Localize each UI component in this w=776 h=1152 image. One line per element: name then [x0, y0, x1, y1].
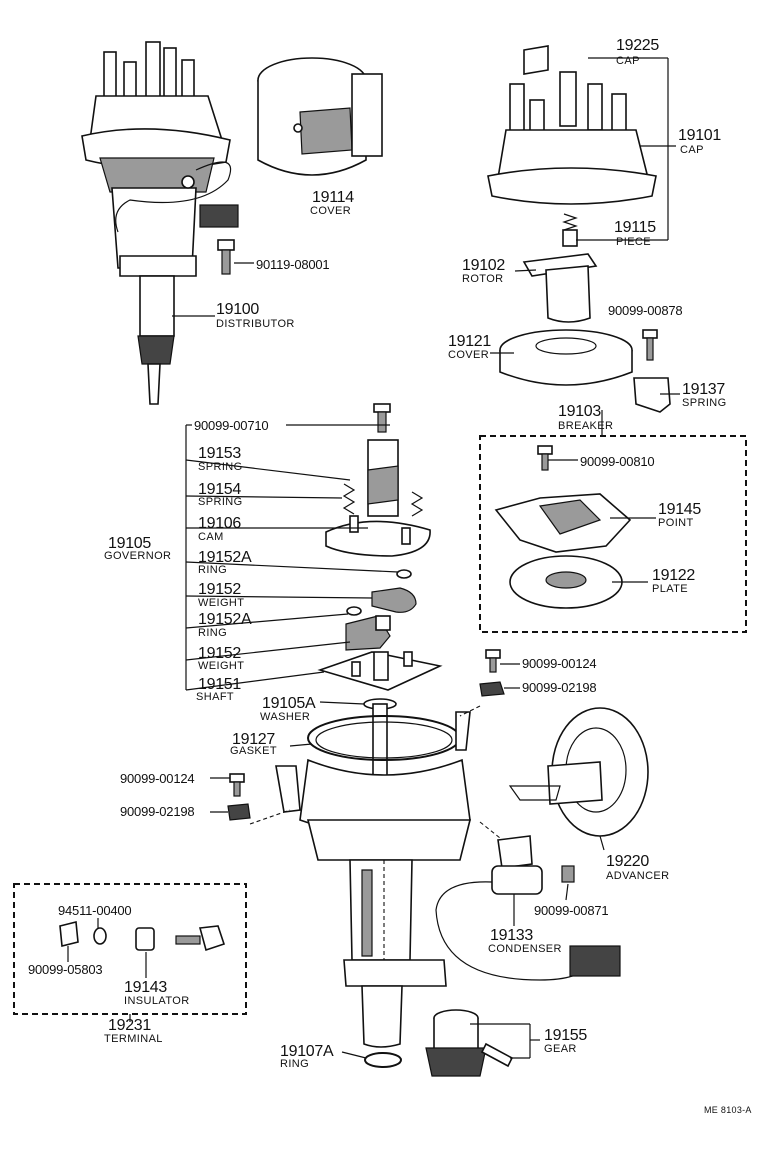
- nut-94511-00400-number: 94511-00400: [58, 903, 132, 918]
- advancer-19220-drawing: [508, 707, 649, 837]
- plate-19122-number: 19122: [652, 567, 695, 584]
- distributor-assembly-drawing: [81, 41, 239, 405]
- cover-19114-drawing: [257, 57, 383, 176]
- gear-19155-name: GEAR: [544, 1043, 577, 1055]
- distributor-19100-name: DISTRIBUTOR: [216, 318, 295, 330]
- breaker-19103-name: BREAKER: [558, 420, 614, 432]
- gear-19155-drawing: [425, 1009, 514, 1077]
- spring-19153-number: 19153: [198, 445, 241, 462]
- screw-00124-right-number: 90099-00124: [522, 656, 597, 671]
- screw-00871-number: 90099-00871: [534, 903, 609, 918]
- cover-19114-name: COVER: [310, 205, 352, 217]
- ring-19152a-number-1: 19152A: [198, 549, 252, 566]
- dashed-boxes: [13, 435, 747, 1015]
- clip-02198-right-number: 90099-02198: [522, 680, 597, 695]
- spring-19137-name: SPRING: [682, 397, 727, 409]
- breaker-19103-number: 19103: [558, 403, 601, 420]
- figure-code: ME 8103-A: [704, 1105, 752, 1115]
- advancer-19220-number: 19220: [606, 853, 649, 870]
- washer-19105a-number: 19105A: [262, 695, 316, 712]
- clip-02198-left-number: 90099-02198: [120, 804, 195, 819]
- terminal-parts-drawing: [59, 920, 226, 952]
- terminal-19231-name: TERMINAL: [104, 1033, 163, 1045]
- governor-19105-number: 19105: [108, 535, 151, 552]
- advancer-19220-name: ADVANCER: [606, 870, 670, 882]
- housing-drawing: [275, 711, 472, 1048]
- weight-19152-number-1: 19152: [198, 581, 241, 598]
- cover-19121-number: 19121: [448, 333, 491, 350]
- cap-19225-drawing: [523, 45, 549, 75]
- leader-lines: [67, 57, 680, 1059]
- spring-19137-drawing: [633, 377, 671, 413]
- governor-19105-name: GOVERNOR: [104, 550, 172, 562]
- ring-19152a-name-2: RING: [198, 627, 228, 639]
- screw-00710-number: 90099-00710: [194, 418, 269, 433]
- cover-19114-number: 19114: [312, 189, 354, 206]
- shaft-19151-name: SHAFT: [196, 691, 235, 703]
- gasket-19127-name: GASKET: [230, 745, 278, 757]
- ring-19107a-name: RING: [280, 1058, 310, 1070]
- cover-19121-drawing: [499, 329, 633, 386]
- weight-19152-number-2: 19152: [198, 645, 241, 662]
- washer-19105a-name: WASHER: [260, 711, 311, 723]
- ring-19152a-number-2: 19152A: [198, 611, 252, 628]
- ring-19152a-name-1: RING: [198, 564, 228, 576]
- small-hardware-drawing: [227, 649, 505, 821]
- cam-19106-number: 19106: [198, 515, 241, 532]
- spring-19154-name: SPRING: [198, 496, 243, 508]
- insulator-19143-number: 19143: [124, 979, 167, 996]
- shaft-19151-drawing: [317, 651, 443, 691]
- weights-drawing: [345, 587, 417, 651]
- nut-05803-number: 90099-05803: [28, 962, 103, 977]
- screw-00878-number: 90099-00878: [608, 303, 683, 318]
- condenser-19133-name: CONDENSER: [488, 943, 562, 955]
- rings-19152a-drawing: [346, 569, 412, 616]
- screw-00878-drawing: [642, 329, 658, 361]
- breaker-inner-drawing: [494, 445, 632, 609]
- spring-19154-number: 19154: [198, 481, 241, 498]
- ring-19107a-drawing: [364, 1052, 402, 1068]
- cover-19121-name: COVER: [448, 349, 490, 361]
- distributor-19100-number: 19100: [216, 301, 259, 318]
- terminal-19231-number: 19231: [108, 1017, 151, 1034]
- screw-00124-left-number: 90099-00124: [120, 771, 195, 786]
- condenser-19133-number: 19133: [490, 927, 533, 944]
- screw-00810-number: 90099-00810: [580, 454, 655, 469]
- spring-19137-number: 19137: [682, 381, 725, 398]
- weight-19152-name-1: WEIGHT: [198, 597, 245, 609]
- cap-19101-drawing: [487, 71, 657, 205]
- insulator-19143-name: INSULATOR: [124, 995, 190, 1007]
- bolt-90119-drawing: [217, 239, 235, 275]
- washer-19105a-drawing: [363, 698, 397, 795]
- rotor-19102-drawing: [522, 253, 598, 323]
- piece-19115-drawing: [562, 213, 578, 247]
- rotor-19102-name: ROTOR: [462, 273, 504, 285]
- ring-19107a-number: 19107A: [280, 1043, 334, 1060]
- cap-19225-name: CAP: [616, 55, 640, 67]
- screw-00710-drawing: [373, 403, 391, 433]
- piece-19115-name: PIECE: [616, 236, 652, 248]
- weight-19152-name-2: WEIGHT: [198, 660, 245, 672]
- condenser-19133-drawing: [435, 835, 621, 981]
- cap-19101-number: 19101: [678, 127, 721, 144]
- piece-19115-number: 19115: [614, 219, 656, 236]
- cam-19106-drawing: [325, 439, 431, 557]
- bolt-90119-number: 90119-08001: [256, 257, 330, 272]
- gasket-19127-number: 19127: [232, 731, 275, 748]
- cam-19106-name: CAM: [198, 531, 224, 543]
- spring-19153-name: SPRING: [198, 461, 243, 473]
- plate-19122-name: PLATE: [652, 583, 689, 595]
- cap-19101-name: CAP: [680, 144, 704, 156]
- springs-drawing: [342, 483, 424, 517]
- shaft-19151-number: 19151: [198, 676, 241, 693]
- gear-19155-number: 19155: [544, 1027, 587, 1044]
- point-19145-number: 19145: [658, 501, 701, 518]
- rotor-19102-number: 19102: [462, 257, 505, 274]
- point-19145-name: POINT: [658, 517, 694, 529]
- cap-19225-number: 19225: [616, 37, 659, 54]
